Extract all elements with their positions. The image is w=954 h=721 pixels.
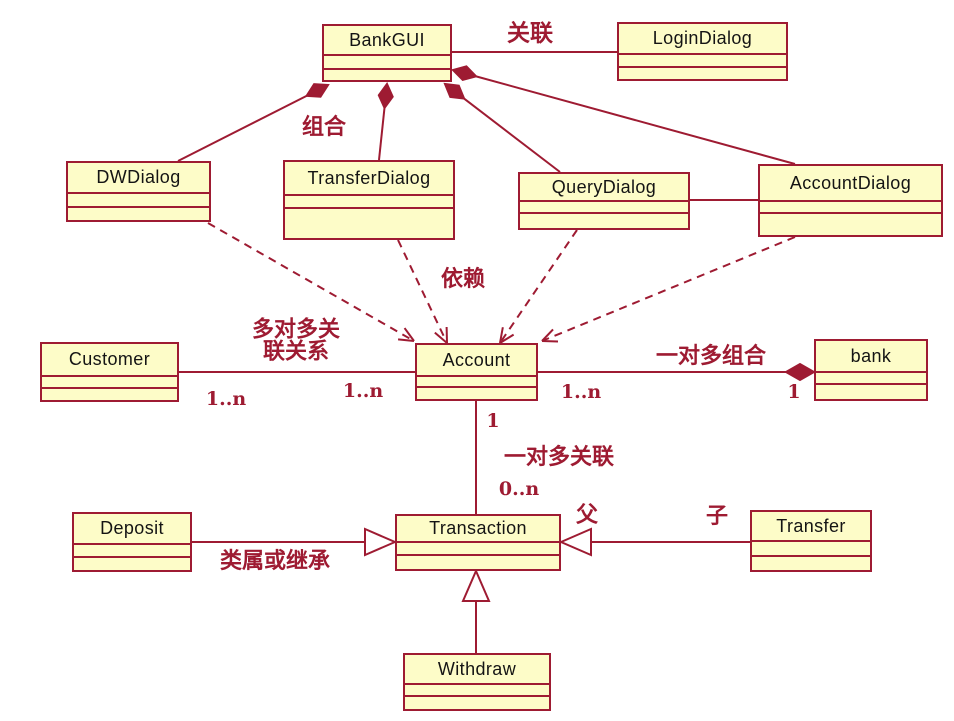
label-one-to-many-composition: 一对多组合: [655, 342, 767, 368]
attributes-compartment-dwdialog: [68, 194, 209, 208]
class-box-dwdialog: DWDialog: [66, 161, 211, 222]
class-name-transferdialog: TransferDialog: [285, 162, 453, 196]
class-name-accountdialog: AccountDialog: [760, 166, 941, 202]
class-name-deposit: Deposit: [74, 514, 190, 545]
label-association: 关联: [507, 19, 553, 46]
class-box-logindialog: LoginDialog: [617, 22, 788, 81]
edge-accountdialog-account-dependency: [541, 236, 796, 343]
attributes-compartment-bankgui: [324, 56, 450, 70]
attributes-compartment-withdraw: [405, 685, 549, 697]
label-child: 子: [705, 502, 729, 528]
edge-bankgui-accountdialog-composition: [451, 65, 796, 165]
mult-bank-side: 1: [787, 381, 801, 403]
label-parent: 父: [575, 501, 599, 527]
class-box-querydialog: QueryDialog: [518, 172, 690, 230]
label-dependency: 依赖: [440, 265, 486, 291]
class-name-customer: Customer: [42, 344, 177, 377]
class-name-transfer: Transfer: [752, 512, 870, 542]
mult-account-left: 1..n: [342, 380, 384, 402]
attributes-compartment-transferdialog: [285, 196, 453, 209]
class-box-customer: Customer: [40, 342, 179, 402]
attributes-compartment-transfer: [752, 542, 870, 557]
class-name-dwdialog: DWDialog: [68, 163, 209, 194]
attributes-compartment-account: [417, 377, 536, 388]
class-box-transferdialog: TransferDialog: [283, 160, 455, 240]
edge-deposit-transaction-generalization: [192, 527, 398, 557]
mult-customer-side: 1..n: [205, 388, 247, 410]
label-generalization: 类属或继承: [219, 547, 331, 573]
attributes-compartment-logindialog: [619, 55, 786, 68]
class-name-bank: bank: [816, 341, 926, 373]
label-many-to-many: 多对多关 联关系: [251, 316, 341, 364]
edge-transfer-transaction-generalization: [558, 527, 750, 557]
class-box-bankgui: BankGUI: [322, 24, 452, 82]
class-name-withdraw: Withdraw: [405, 655, 549, 685]
attributes-compartment-transaction: [397, 543, 559, 556]
label-composition: 组合: [301, 113, 347, 139]
class-box-withdraw: Withdraw: [403, 653, 551, 711]
class-box-account: Account: [415, 343, 538, 401]
edge-dwdialog-account-dependency: [207, 222, 415, 342]
class-name-logindialog: LoginDialog: [619, 24, 786, 55]
edge-transferdialog-account-dependency: [397, 239, 448, 344]
edge-bankgui-dwdialog-composition: [177, 83, 330, 162]
class-box-accountdialog: AccountDialog: [758, 164, 943, 237]
mult-transaction-top: 0..n: [498, 478, 540, 500]
edge-withdraw-transaction-generalization: [461, 568, 491, 653]
class-name-bankgui: BankGUI: [324, 26, 450, 56]
class-box-transaction: Transaction: [395, 514, 561, 571]
class-name-querydialog: QueryDialog: [520, 174, 688, 202]
attributes-compartment-deposit: [74, 545, 190, 558]
class-box-bank: bank: [814, 339, 928, 401]
edge-bankgui-querydialog-composition: [443, 82, 561, 173]
edge-bankgui-transferdialog-composition: [377, 82, 394, 161]
edge-querydialog-account-dependency: [499, 229, 578, 344]
label-one-to-many-association: 一对多关联: [503, 443, 615, 469]
mult-account-right: 1..n: [560, 381, 602, 403]
attributes-compartment-accountdialog: [760, 202, 941, 214]
class-box-transfer: Transfer: [750, 510, 872, 572]
attributes-compartment-customer: [42, 377, 177, 389]
class-name-transaction: Transaction: [397, 516, 559, 543]
class-name-account: Account: [417, 345, 536, 377]
mult-account-bottom: 1: [486, 410, 500, 432]
class-box-deposit: Deposit: [72, 512, 192, 572]
edge-account-bank-composition: [538, 362, 817, 382]
attributes-compartment-querydialog: [520, 202, 688, 214]
attributes-compartment-bank: [816, 373, 926, 385]
